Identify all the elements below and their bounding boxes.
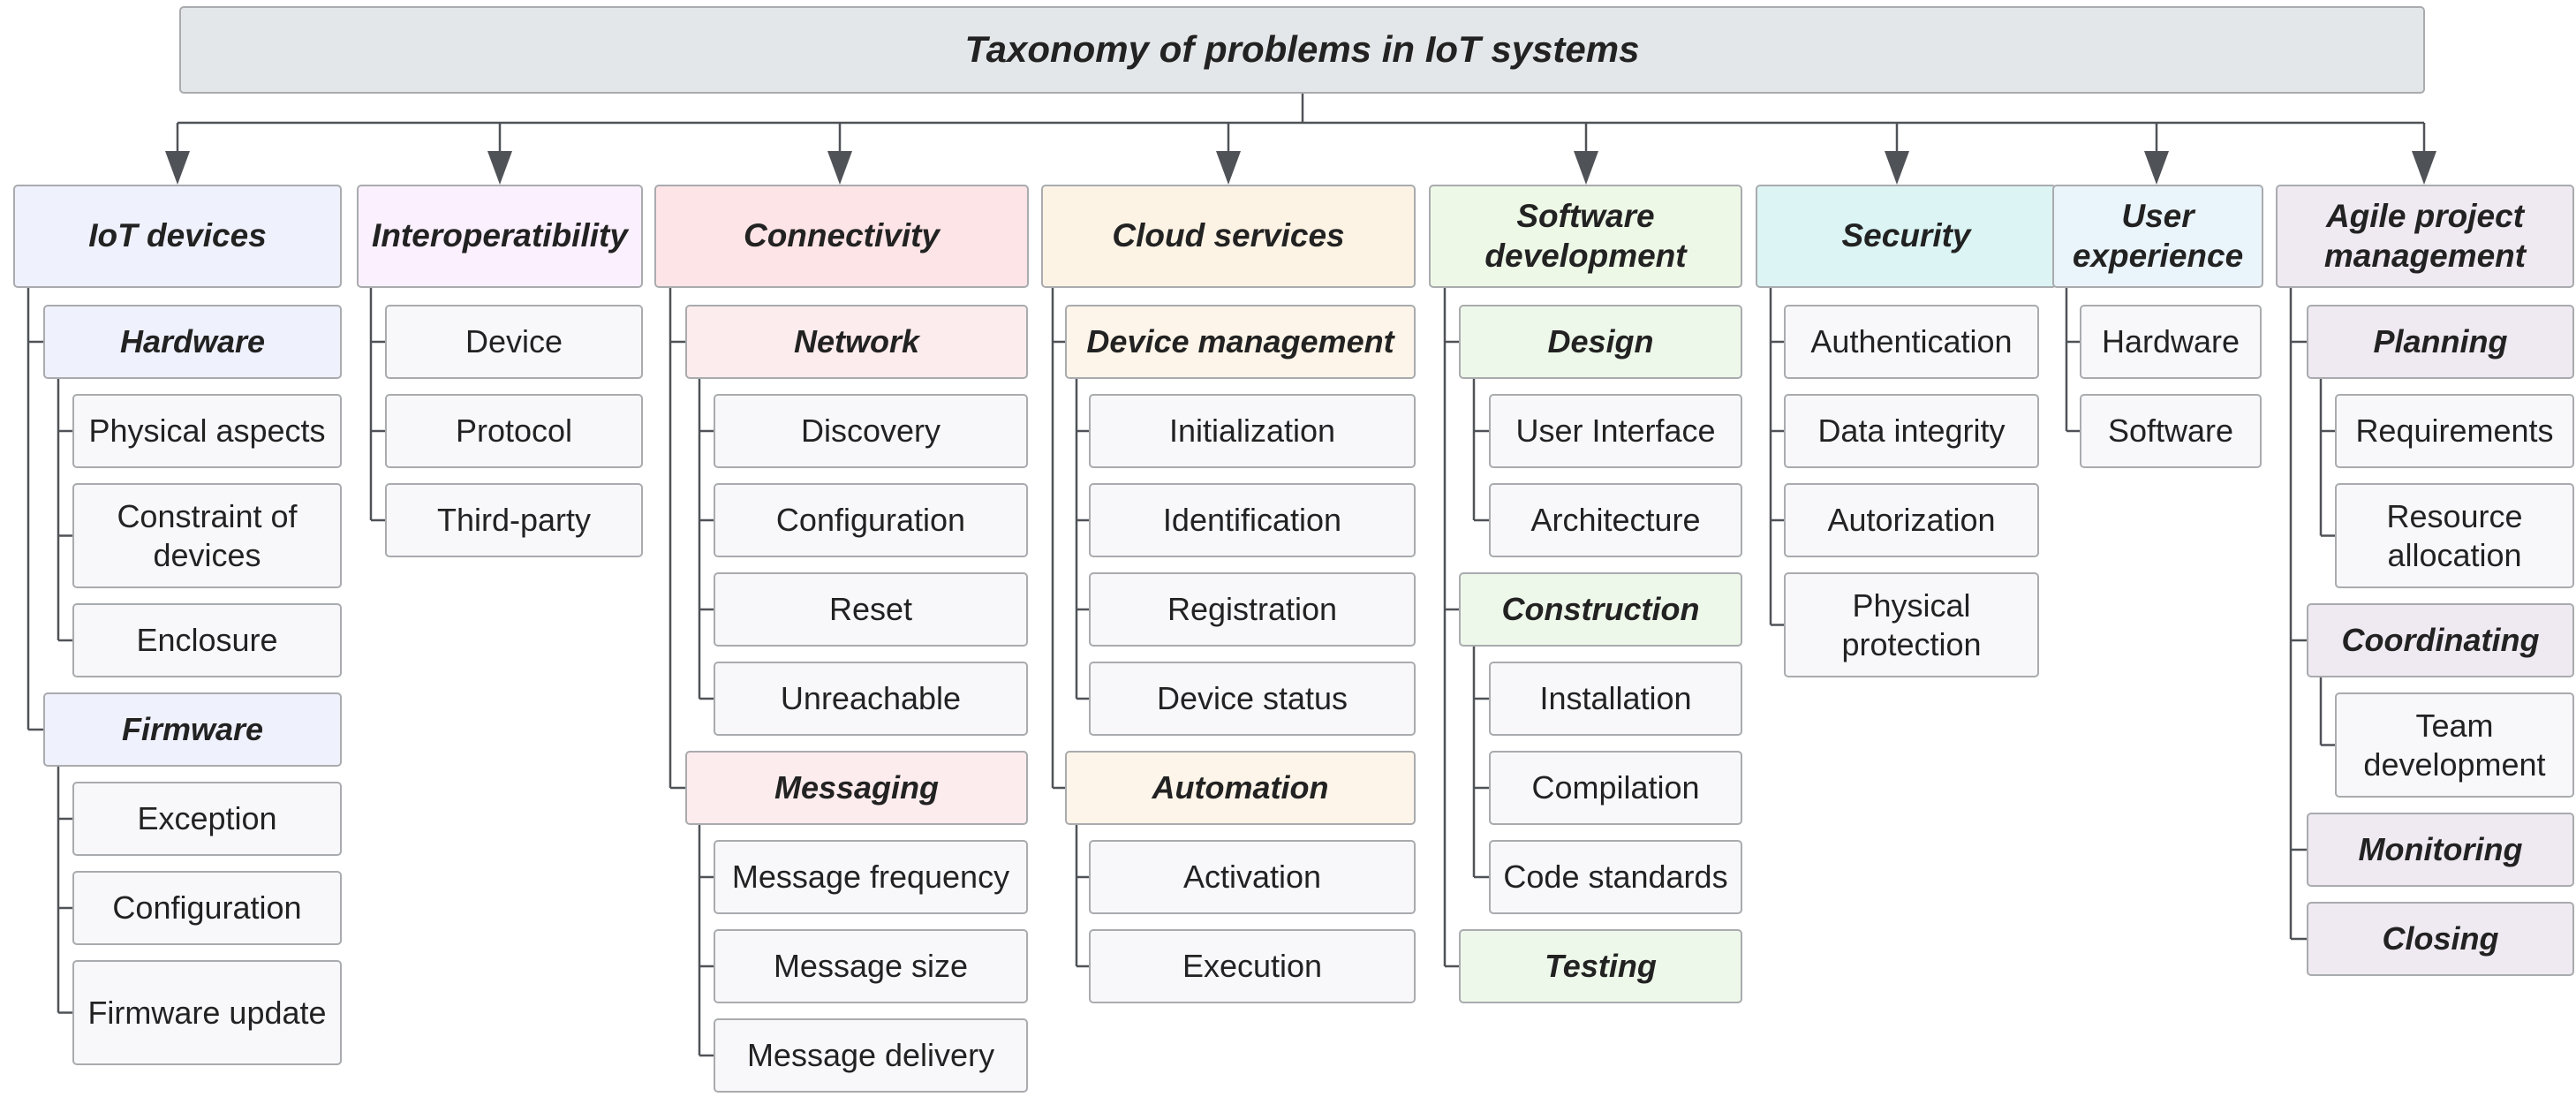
- leaf-requirements: Requirements: [2335, 394, 2574, 468]
- leaf-hardware: Hardware: [2080, 305, 2262, 379]
- leaf-message-delivery: Message delivery: [714, 1018, 1028, 1093]
- leaf-autorization: Autorization: [1784, 483, 2039, 557]
- subcategory-planning: Planning: [2307, 305, 2574, 379]
- category-user-experience: User experience: [2052, 185, 2263, 288]
- category-connectivity: Connectivity: [654, 185, 1029, 288]
- leaf-unreachable: Unreachable: [714, 662, 1028, 736]
- leaf-configuration: Configuration: [72, 871, 342, 945]
- leaf-data-integrity: Data integrity: [1784, 394, 2039, 468]
- diagram-title: Taxonomy of problems in IoT systems: [179, 6, 2425, 94]
- leaf-message-frequency: Message frequency: [714, 840, 1028, 914]
- leaf-architecture: Architecture: [1489, 483, 1742, 557]
- leaf-reset: Reset: [714, 572, 1028, 647]
- leaf-team-development: Team development: [2335, 692, 2574, 798]
- subcategory-monitoring: Monitoring: [2307, 813, 2574, 887]
- leaf-installation: Installation: [1489, 662, 1742, 736]
- subcategory-testing: Testing: [1459, 929, 1742, 1003]
- leaf-activation: Activation: [1089, 840, 1416, 914]
- leaf-constraint-of-devices: Constraint of devices: [72, 483, 342, 588]
- subcategory-closing: Closing: [2307, 902, 2574, 976]
- subcategory-construction: Construction: [1459, 572, 1742, 647]
- leaf-configuration: Configuration: [714, 483, 1028, 557]
- category-iot-devices: IoT devices: [13, 185, 342, 288]
- subcategory-network: Network: [685, 305, 1028, 379]
- leaf-initialization: Initialization: [1089, 394, 1416, 468]
- arrow-head-icon: [487, 151, 512, 185]
- category-interoperatibility: Interoperatibility: [357, 185, 643, 288]
- leaf-physical-protection: Physical protection: [1784, 572, 2039, 677]
- leaf-third-party: Third-party: [385, 483, 643, 557]
- arrow-head-icon: [1574, 151, 1598, 185]
- leaf-message-size: Message size: [714, 929, 1028, 1003]
- leaf-discovery: Discovery: [714, 394, 1028, 468]
- category-cloud-services: Cloud services: [1041, 185, 1416, 288]
- leaf-physical-aspects: Physical aspects: [72, 394, 342, 468]
- category-agile-project-management: Agile project management: [2276, 185, 2574, 288]
- leaf-device: Device: [385, 305, 643, 379]
- arrow-head-icon: [1885, 151, 1909, 185]
- subcategory-automation: Automation: [1065, 751, 1416, 825]
- subcategory-firmware: Firmware: [43, 692, 342, 767]
- arrow-head-icon: [2144, 151, 2169, 185]
- leaf-exception: Exception: [72, 782, 342, 856]
- leaf-identification: Identification: [1089, 483, 1416, 557]
- leaf-software: Software: [2080, 394, 2262, 468]
- category-security: Security: [1756, 185, 2057, 288]
- leaf-resource-allocation: Resource allocation: [2335, 483, 2574, 588]
- subcategory-device-management: Device management: [1065, 305, 1416, 379]
- category-software-development: Software development: [1429, 185, 1742, 288]
- leaf-code-standards: Code standards: [1489, 840, 1742, 914]
- subcategory-messaging: Messaging: [685, 751, 1028, 825]
- subcategory-design: Design: [1459, 305, 1742, 379]
- leaf-device-status: Device status: [1089, 662, 1416, 736]
- arrow-head-icon: [1216, 151, 1241, 185]
- subcategory-coordinating: Coordinating: [2307, 603, 2574, 677]
- subcategory-hardware: Hardware: [43, 305, 342, 379]
- leaf-registration: Registration: [1089, 572, 1416, 647]
- arrow-head-icon: [827, 151, 852, 185]
- leaf-enclosure: Enclosure: [72, 603, 342, 677]
- arrow-head-icon: [2412, 151, 2436, 185]
- leaf-user-interface: User Interface: [1489, 394, 1742, 468]
- leaf-protocol: Protocol: [385, 394, 643, 468]
- leaf-compilation: Compilation: [1489, 751, 1742, 825]
- arrow-head-icon: [165, 151, 190, 185]
- leaf-firmware-update: Firmware update: [72, 960, 342, 1065]
- leaf-execution: Execution: [1089, 929, 1416, 1003]
- leaf-authentication: Authentication: [1784, 305, 2039, 379]
